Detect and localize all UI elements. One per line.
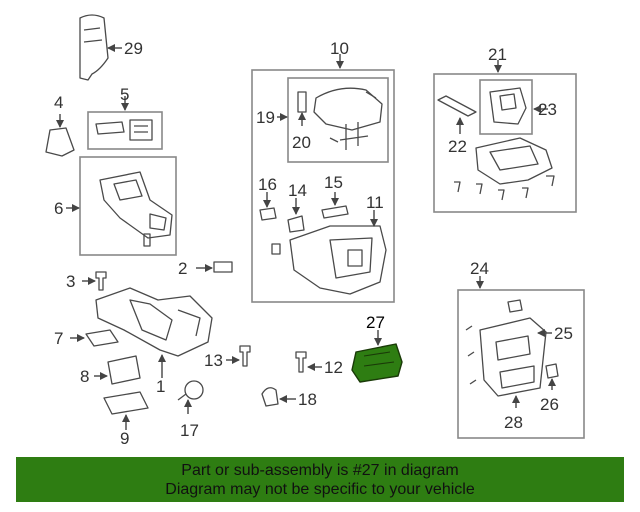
callout-29: 29 bbox=[124, 39, 143, 58]
part-17-knob: 17 bbox=[177, 380, 204, 440]
part-13-screw: 13 bbox=[204, 345, 251, 370]
callout-21: 21 bbox=[488, 45, 507, 64]
callout-17: 17 bbox=[180, 421, 199, 440]
callout-27: 27 bbox=[366, 313, 385, 332]
part-1-console-body: 1 bbox=[95, 287, 213, 396]
part-18-clip: 18 bbox=[261, 387, 317, 409]
part-29-shift-knob: 29 bbox=[79, 14, 143, 81]
callout-10: 10 bbox=[330, 39, 349, 58]
callout-20: 20 bbox=[292, 133, 311, 152]
banner-line-2: Diagram may not be specific to your vehi… bbox=[165, 481, 475, 498]
part-24-panel-assembly: 24 25 26 28 bbox=[457, 259, 585, 439]
callout-4: 4 bbox=[54, 93, 63, 112]
part-7-mat: 7 bbox=[54, 329, 119, 348]
info-banner: Part or sub-assembly is #27 in diagram D… bbox=[16, 457, 624, 502]
callout-28: 28 bbox=[504, 413, 523, 432]
callout-19: 19 bbox=[256, 108, 275, 127]
part-5-switch-panel: 5 bbox=[87, 85, 163, 150]
part-3-screw: 3 bbox=[66, 271, 107, 291]
callout-23: 23 bbox=[538, 100, 557, 119]
callout-26: 26 bbox=[540, 395, 559, 414]
part-8-bracket: 8 bbox=[80, 355, 141, 386]
part-6-shift-bezel-assembly: 6 bbox=[54, 156, 177, 256]
callout-1: 1 bbox=[156, 377, 165, 396]
part-9-plate: 9 bbox=[103, 391, 149, 448]
callout-22: 22 bbox=[448, 137, 467, 156]
part-21-rear-console-assembly: 21 23 22 bbox=[433, 45, 577, 213]
callout-25: 25 bbox=[554, 324, 573, 343]
callout-7: 7 bbox=[54, 329, 63, 348]
part-27-highlighted[interactable]: 27 bbox=[351, 313, 403, 383]
callout-9: 9 bbox=[120, 429, 129, 448]
callout-8: 8 bbox=[80, 367, 89, 386]
callout-15: 15 bbox=[324, 173, 343, 192]
banner-line-1: Part or sub-assembly is #27 in diagram bbox=[181, 462, 459, 479]
callout-16: 16 bbox=[258, 175, 277, 194]
callout-12: 12 bbox=[324, 358, 343, 377]
callout-5: 5 bbox=[120, 85, 129, 104]
part-2-bolt: 2 bbox=[178, 259, 233, 278]
part-12-screw: 12 bbox=[295, 351, 343, 377]
callout-13: 13 bbox=[204, 351, 223, 370]
callout-24: 24 bbox=[470, 259, 489, 278]
callout-6: 6 bbox=[54, 199, 63, 218]
callout-2: 2 bbox=[178, 259, 187, 278]
callout-11: 11 bbox=[366, 193, 384, 212]
callout-18: 18 bbox=[298, 390, 317, 409]
callout-14: 14 bbox=[288, 181, 307, 200]
part-10-console-box-assembly: 10 19 20 16 14 15 11 bbox=[251, 39, 395, 303]
part-4-bezel: 4 bbox=[45, 93, 75, 157]
callout-3: 3 bbox=[66, 272, 75, 291]
